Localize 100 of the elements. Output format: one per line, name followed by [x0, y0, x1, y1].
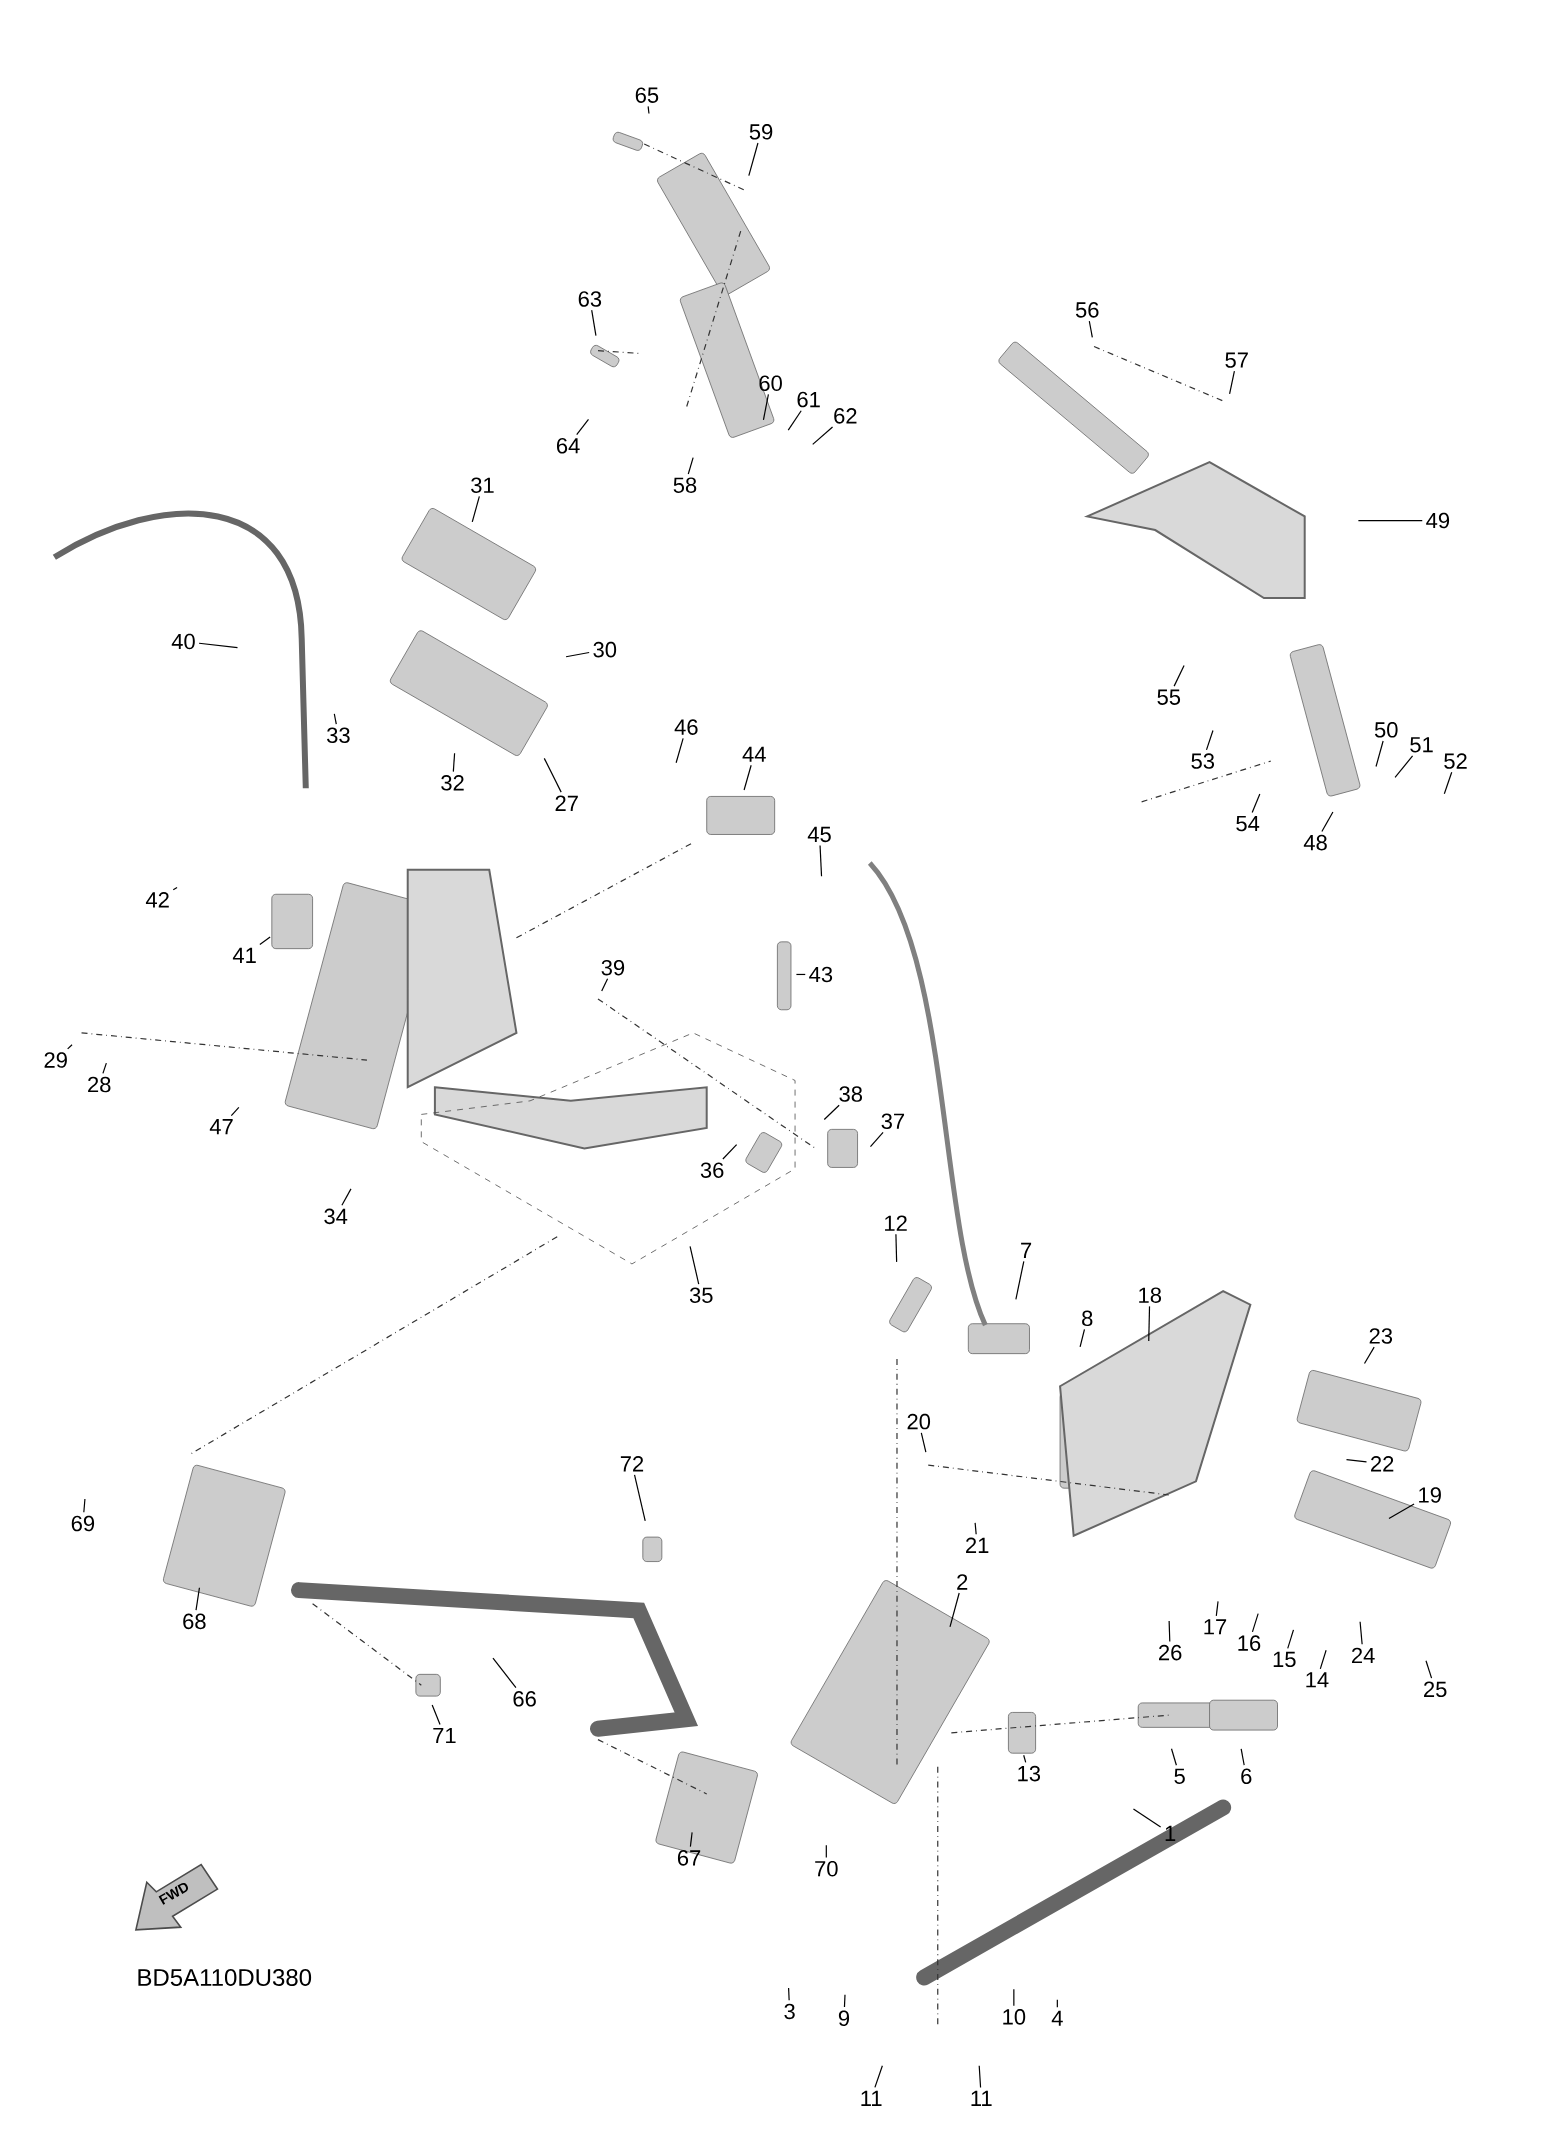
leader-line — [591, 309, 597, 337]
callout-number: 17 — [1204, 1619, 1227, 1635]
leader-line — [1359, 1621, 1363, 1645]
callout-number: 44 — [742, 746, 767, 762]
leader-line — [431, 1704, 441, 1726]
callout-number: 32 — [441, 775, 464, 791]
leader-line — [763, 393, 770, 421]
leader-line — [1056, 1999, 1059, 2008]
callout-number: 36 — [701, 1162, 724, 1178]
callout-number: 15 — [1273, 1651, 1296, 1668]
callout-number: 62 — [834, 408, 857, 424]
callout-number: 53 — [1191, 753, 1215, 769]
leader-line — [978, 2065, 982, 2089]
callout-number: 72 — [621, 1456, 644, 1472]
callout-number: 13 — [1018, 1765, 1041, 1782]
callout-number: 28 — [88, 1076, 111, 1093]
leader-line — [1388, 1503, 1415, 1519]
leader-line — [1364, 1346, 1375, 1365]
callout-number: 47 — [210, 1119, 233, 1135]
leader-line — [1346, 1459, 1368, 1463]
callout-number: 41 — [233, 947, 256, 963]
leader-line — [1358, 519, 1424, 522]
leader-line — [1215, 1600, 1219, 1617]
callout-number: 43 — [809, 966, 833, 983]
leader-line — [172, 886, 178, 891]
leader-line — [874, 2065, 884, 2089]
leader-line — [1079, 1328, 1086, 1348]
leader-line — [787, 410, 802, 431]
leader-line — [949, 1592, 961, 1628]
leader-line — [920, 1432, 927, 1453]
callout-number: 30 — [593, 641, 617, 658]
callout-number: 24 — [1352, 1647, 1375, 1664]
diagram-code: BD5A110DU380 — [138, 1968, 312, 1986]
leader-line — [788, 1987, 790, 2001]
callout-number: 59 — [749, 124, 773, 140]
leader-line — [823, 1104, 840, 1121]
callout-number: 63 — [578, 291, 602, 307]
callout-number: 34 — [324, 1208, 348, 1225]
direction-label: FWD — [158, 1883, 189, 1905]
leader-line — [601, 978, 609, 992]
leader-line — [690, 1831, 693, 1848]
callout-number: 45 — [808, 826, 832, 843]
leader-line — [576, 418, 590, 436]
leader-line — [102, 1062, 108, 1074]
callout-number: 2 — [957, 1574, 968, 1590]
callout-number: 11 — [861, 2090, 882, 2106]
callout-number: 6 — [1241, 1768, 1252, 1785]
callout-number: 57 — [1225, 352, 1249, 368]
leader-line — [1375, 740, 1384, 768]
leader-line — [83, 1498, 86, 1513]
callout-number: 19 — [1419, 1487, 1442, 1503]
leader-line — [230, 1106, 240, 1117]
leader-line — [565, 651, 590, 658]
leader-line — [1321, 811, 1334, 833]
callout-number: 8 — [1082, 1310, 1093, 1327]
leader-line — [492, 1657, 517, 1689]
leader-line — [974, 1522, 977, 1535]
leader-line — [675, 737, 684, 764]
leader-line — [895, 1233, 898, 1263]
leader-line — [1425, 1660, 1433, 1679]
callout-number: 68 — [183, 1613, 206, 1630]
callout-number: 18 — [1139, 1287, 1162, 1303]
leader-line — [259, 936, 271, 946]
callout-number: 40 — [171, 633, 196, 650]
leader-line — [1240, 1748, 1245, 1766]
callout-number: 27 — [555, 795, 579, 811]
leader-line — [198, 642, 239, 649]
leader-line — [819, 844, 823, 877]
leader-line — [452, 752, 456, 773]
leader-line — [333, 713, 338, 725]
callout-number: 51 — [1410, 737, 1433, 753]
callout-number: 20 — [907, 1413, 931, 1430]
callout-number: 54 — [1236, 815, 1260, 832]
callout-number: 56 — [1076, 302, 1099, 318]
callout-number: 55 — [1157, 689, 1181, 705]
callout-number: 7 — [1021, 1242, 1032, 1258]
callout-number: 50 — [1375, 722, 1398, 738]
leader-line — [1148, 1305, 1151, 1342]
leader-line — [543, 757, 562, 793]
callout-number: 10 — [1003, 2009, 1026, 2025]
callout-number: 49 — [1426, 512, 1450, 529]
callout-number: 5 — [1174, 1768, 1186, 1784]
callout-number: 33 — [327, 727, 350, 744]
callout-number: 71 — [433, 1727, 456, 1744]
callout-number: 69 — [72, 1515, 95, 1532]
callout-number: 4 — [1051, 2010, 1064, 2026]
leader-line — [722, 1144, 738, 1160]
leader-line — [796, 973, 807, 976]
callout-number: 16 — [1238, 1635, 1261, 1651]
leader-line — [67, 1044, 73, 1050]
leader-line — [1206, 729, 1214, 751]
leader-line — [1171, 1748, 1178, 1766]
leader-line — [1015, 1260, 1025, 1300]
leader-line — [647, 105, 650, 115]
leader-line — [689, 1245, 700, 1285]
leader-line — [1013, 1988, 1015, 2007]
callout-number: 38 — [839, 1086, 863, 1102]
callout-number: 9 — [839, 2010, 850, 2026]
leader-line — [825, 1844, 828, 1859]
callout-number: 61 — [797, 391, 821, 408]
